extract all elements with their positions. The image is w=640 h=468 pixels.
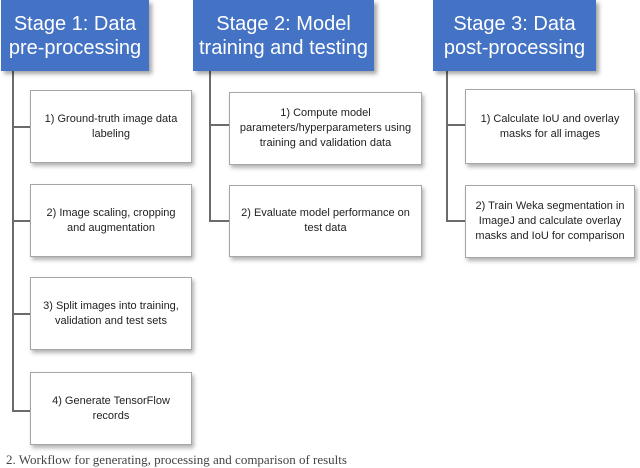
stage1-connector-step3 <box>12 313 30 315</box>
stage1-connector-step2 <box>12 220 30 222</box>
stage1-step2-text: 2) Image scaling, cropping and augmentat… <box>46 206 176 234</box>
stage3-step2-text: 2) Train Weka segmentation in ImageJ and… <box>475 200 625 242</box>
stage3-step2-box: 2) Train Weka segmentation in ImageJ and… <box>465 185 635 258</box>
stage3-connector-step2 <box>446 220 465 222</box>
stage1-title-line1: Stage 1: Data <box>13 12 137 35</box>
stage3-title-line2: post-processing <box>443 36 586 59</box>
stage2-connector-step2 <box>209 220 229 222</box>
stage3-step1-text: 1) Calculate IoU and overlay masks for a… <box>480 112 620 140</box>
stage2-step2-text: 2) Evaluate model performance on test da… <box>241 207 410 234</box>
stage1-connector-step4 <box>12 410 30 412</box>
stage1-connector-vertical <box>12 71 14 411</box>
stage1-title-line2: pre-processing <box>8 36 142 59</box>
stage3-connector-step1 <box>446 124 465 126</box>
stage2-step1-text: 1) Compute model parameters/hyperparamet… <box>239 107 412 149</box>
stage2-step1-box: 1) Compute model parameters/hyperparamet… <box>229 92 422 165</box>
stage3-header: Stage 3: Data post-processing <box>433 0 596 71</box>
stage2-connector-step1 <box>209 124 229 126</box>
stage1-step4-text: 4) Generate TensorFlow records <box>52 394 170 422</box>
stage1-step3-text: 3) Split images into training, validatio… <box>43 299 179 327</box>
stage1-header: Stage 1: Data pre-processing <box>1 0 149 71</box>
stage1-step1-box: 1) Ground-truth image data labeling <box>30 90 192 163</box>
stage1-step3-box: 3) Split images into training, validatio… <box>30 277 192 350</box>
stage2-title-line2: training and testing <box>198 36 368 59</box>
figure-caption: 2. Workflow for generating, processing a… <box>6 452 347 467</box>
stage1-connector-step1 <box>12 126 30 128</box>
stage3-title-line1: Stage 3: Data <box>453 12 576 35</box>
stage1-step2-box: 2) Image scaling, cropping and augmentat… <box>30 184 192 257</box>
stage2-header: Stage 2: Model training and testing <box>193 0 374 71</box>
stage1-step1-text: 1) Ground-truth image data labeling <box>44 112 178 140</box>
stage2-step2-box: 2) Evaluate model performance on test da… <box>229 185 422 257</box>
stage3-step1-box: 1) Calculate IoU and overlay masks for a… <box>465 89 635 164</box>
stage1-step4-box: 4) Generate TensorFlow records <box>30 372 192 445</box>
stage2-connector-vertical <box>209 71 211 222</box>
stage2-title-line1: Stage 2: Model <box>216 12 351 35</box>
stage3-connector-vertical <box>446 71 448 222</box>
